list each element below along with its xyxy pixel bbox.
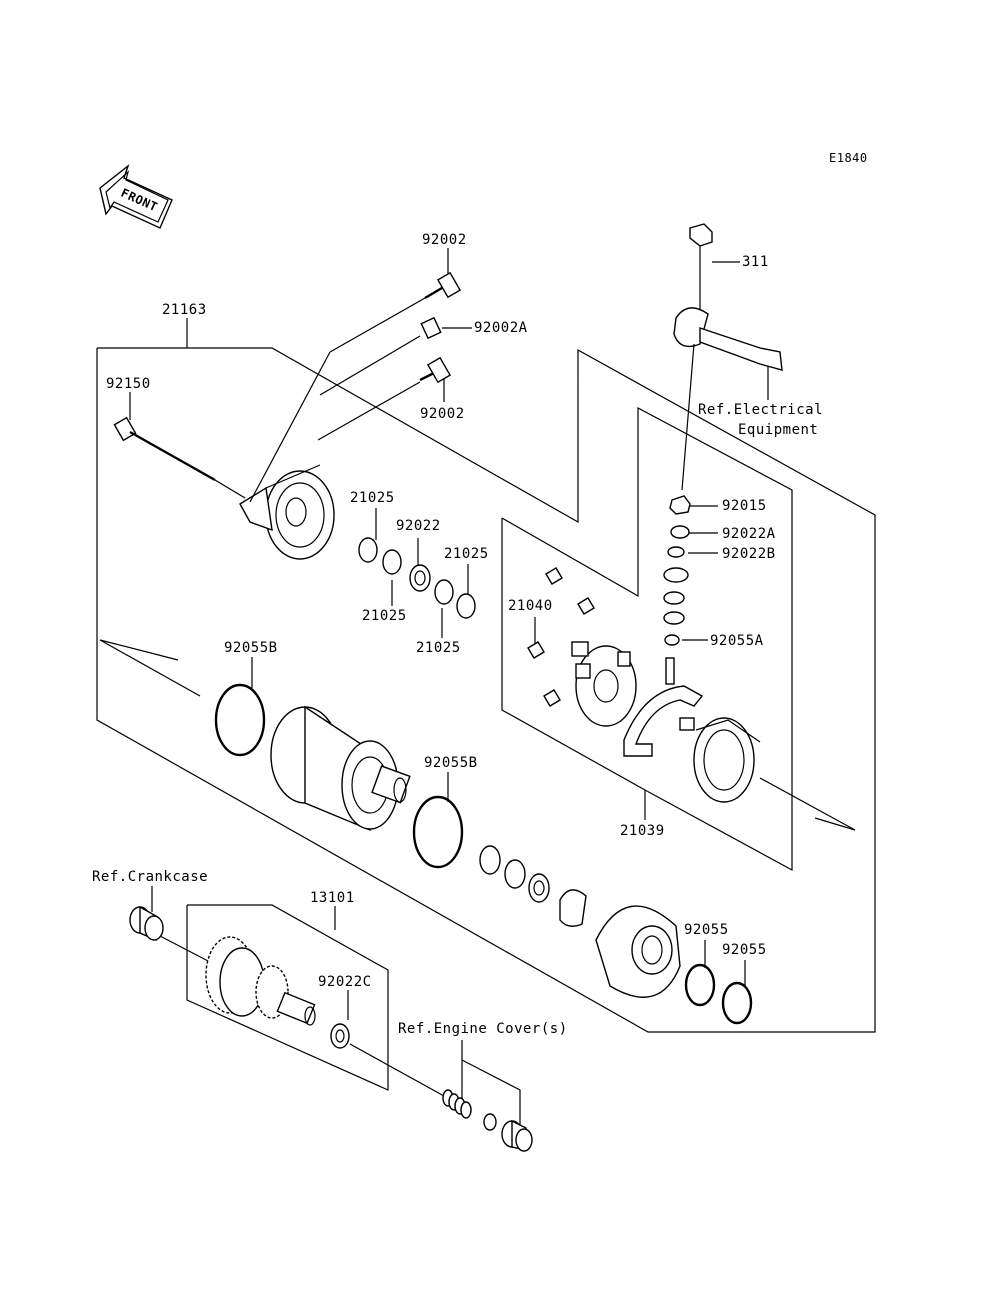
label-92055A: 92055A [710, 633, 764, 649]
terminal-bracket [623, 657, 704, 757]
group-outline-brush [501, 407, 793, 872]
front-cover [595, 905, 681, 998]
nut-311 [689, 223, 713, 247]
washer-92022A [670, 525, 690, 539]
label-21025-c: 21025 [362, 608, 407, 624]
nut-92015 [669, 495, 691, 515]
washer-92022B [667, 546, 685, 558]
label-92022B: 92022B [722, 546, 776, 562]
diagram-code: E1840 [829, 151, 868, 165]
label-ref-engine-cover: Ref.Engine Cover(s) [398, 1021, 568, 1037]
label-92002A: 92002A [474, 320, 528, 336]
washer-21025-a [358, 537, 378, 563]
brush-housing [693, 717, 761, 803]
label-21025-a: 21025 [350, 490, 395, 506]
label-21163: 21163 [162, 302, 207, 318]
o-ring-92055-b [721, 981, 753, 1025]
label-92150: 92150 [106, 376, 151, 392]
label-92015: 92015 [722, 498, 767, 514]
label-92022A: 92022A [722, 526, 776, 542]
label-21025-d: 21025 [416, 640, 461, 656]
label-92022: 92022 [396, 518, 441, 534]
washer-92022 [409, 564, 431, 592]
long-bolt-92150 [113, 416, 246, 499]
brushes-21040 [527, 567, 595, 707]
bolt-92002-mid [317, 356, 452, 441]
label-92055B-left: 92055B [224, 640, 278, 656]
label-21040: 21040 [508, 598, 553, 614]
label-311: 311 [742, 254, 769, 270]
o-ring-92055B-mid [412, 795, 464, 869]
label-ref-crankcase: Ref.Crankcase [92, 869, 209, 885]
spring [442, 1089, 472, 1119]
bolt-92002-top [329, 271, 462, 353]
washer-92022C [330, 1023, 350, 1049]
electrical-lead [673, 307, 783, 371]
starter-clutch-gear [205, 936, 316, 1026]
bolt-92002A [319, 316, 442, 396]
motor-yoke [270, 705, 411, 832]
label-ref-electrical-1: Ref.Electrical [698, 402, 824, 418]
bushing-engine-cover [501, 1119, 533, 1152]
o-ring-92055B-left [214, 683, 266, 757]
o-ring-92055A [664, 634, 680, 646]
label-ref-electrical-2: Equipment [738, 422, 819, 438]
group-outline-main [96, 347, 876, 1033]
front-arrow-icon [99, 164, 173, 229]
small-washer [483, 1113, 497, 1131]
label-92055-a: 92055 [684, 922, 729, 938]
washer-21025-c [434, 579, 454, 605]
label-92055B-mid: 92055B [424, 755, 478, 771]
o-ring-92055-a [684, 963, 716, 1007]
label-92002-mid: 92002 [420, 406, 465, 422]
group-outline-clutch [186, 904, 389, 1091]
rear-end-cover [239, 351, 335, 560]
label-21025-b: 21025 [444, 546, 489, 562]
label-92002-top: 92002 [422, 232, 467, 248]
label-92022C: 92022C [318, 974, 372, 990]
brush-holder-plate [571, 641, 637, 727]
washer-21025-d [456, 593, 476, 619]
washer-21025-b [382, 549, 402, 575]
label-21039: 21039 [620, 823, 665, 839]
label-13101: 13101 [310, 890, 355, 906]
bushing-crankcase [129, 905, 164, 942]
label-92055-b: 92055 [722, 942, 767, 958]
